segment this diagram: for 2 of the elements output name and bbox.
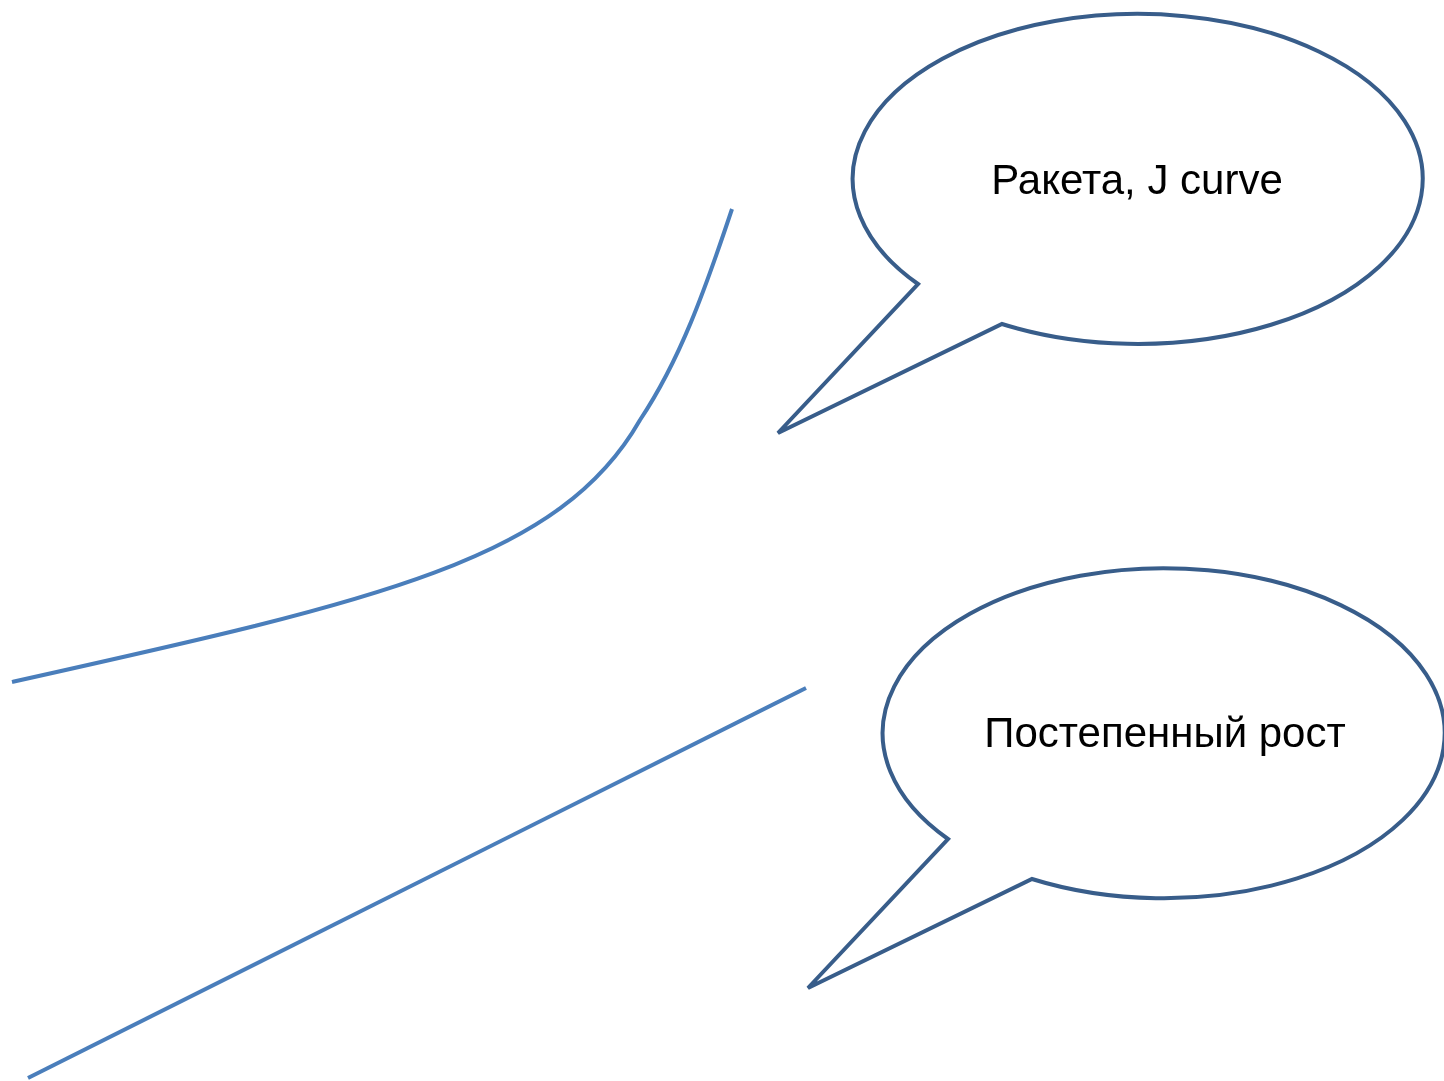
bubble-text: Постепенный рост <box>983 707 1347 758</box>
bubble-text: Ракета, J curve <box>990 154 1284 205</box>
